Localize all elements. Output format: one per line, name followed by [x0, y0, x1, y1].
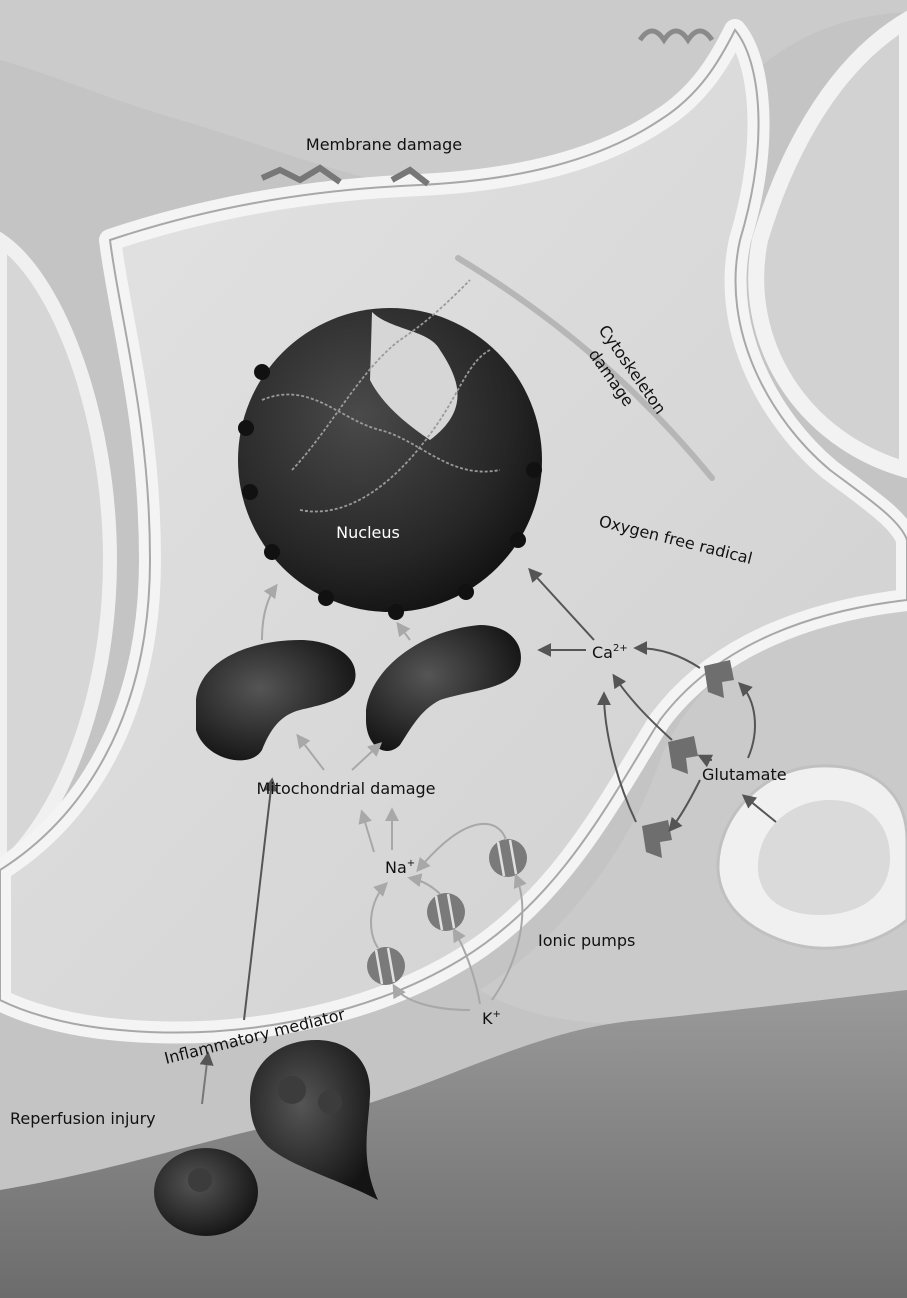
label-reperfusion-injury: Reperfusion injury [10, 1109, 156, 1128]
ionic-pump-3 [489, 839, 527, 877]
label-k-base: K [482, 1009, 493, 1028]
label-na-sup: + [407, 858, 415, 869]
label-k-sup: + [493, 1009, 501, 1020]
label-nucleus: Nucleus [336, 523, 400, 542]
label-na-base: Na [385, 858, 407, 877]
label-ca-base: Ca [592, 643, 613, 662]
blood-cell-vesicle-1 [278, 1076, 306, 1104]
ionic-pump-1 [367, 947, 405, 985]
blood-cell-vesicle-2 [318, 1090, 342, 1114]
ionic-pump-2 [427, 893, 465, 931]
label-glutamate: Glutamate [702, 765, 787, 784]
label-ionic-pumps: Ionic pumps [538, 931, 635, 950]
blood-cell-round [154, 1148, 258, 1236]
blood-cell-round-vesicle [188, 1168, 212, 1192]
label-mitochondrial-damage: Mitochondrial damage [256, 779, 435, 798]
label-ca-sup: 2+ [613, 643, 628, 654]
label-membrane-damage: Membrane damage [306, 135, 462, 154]
